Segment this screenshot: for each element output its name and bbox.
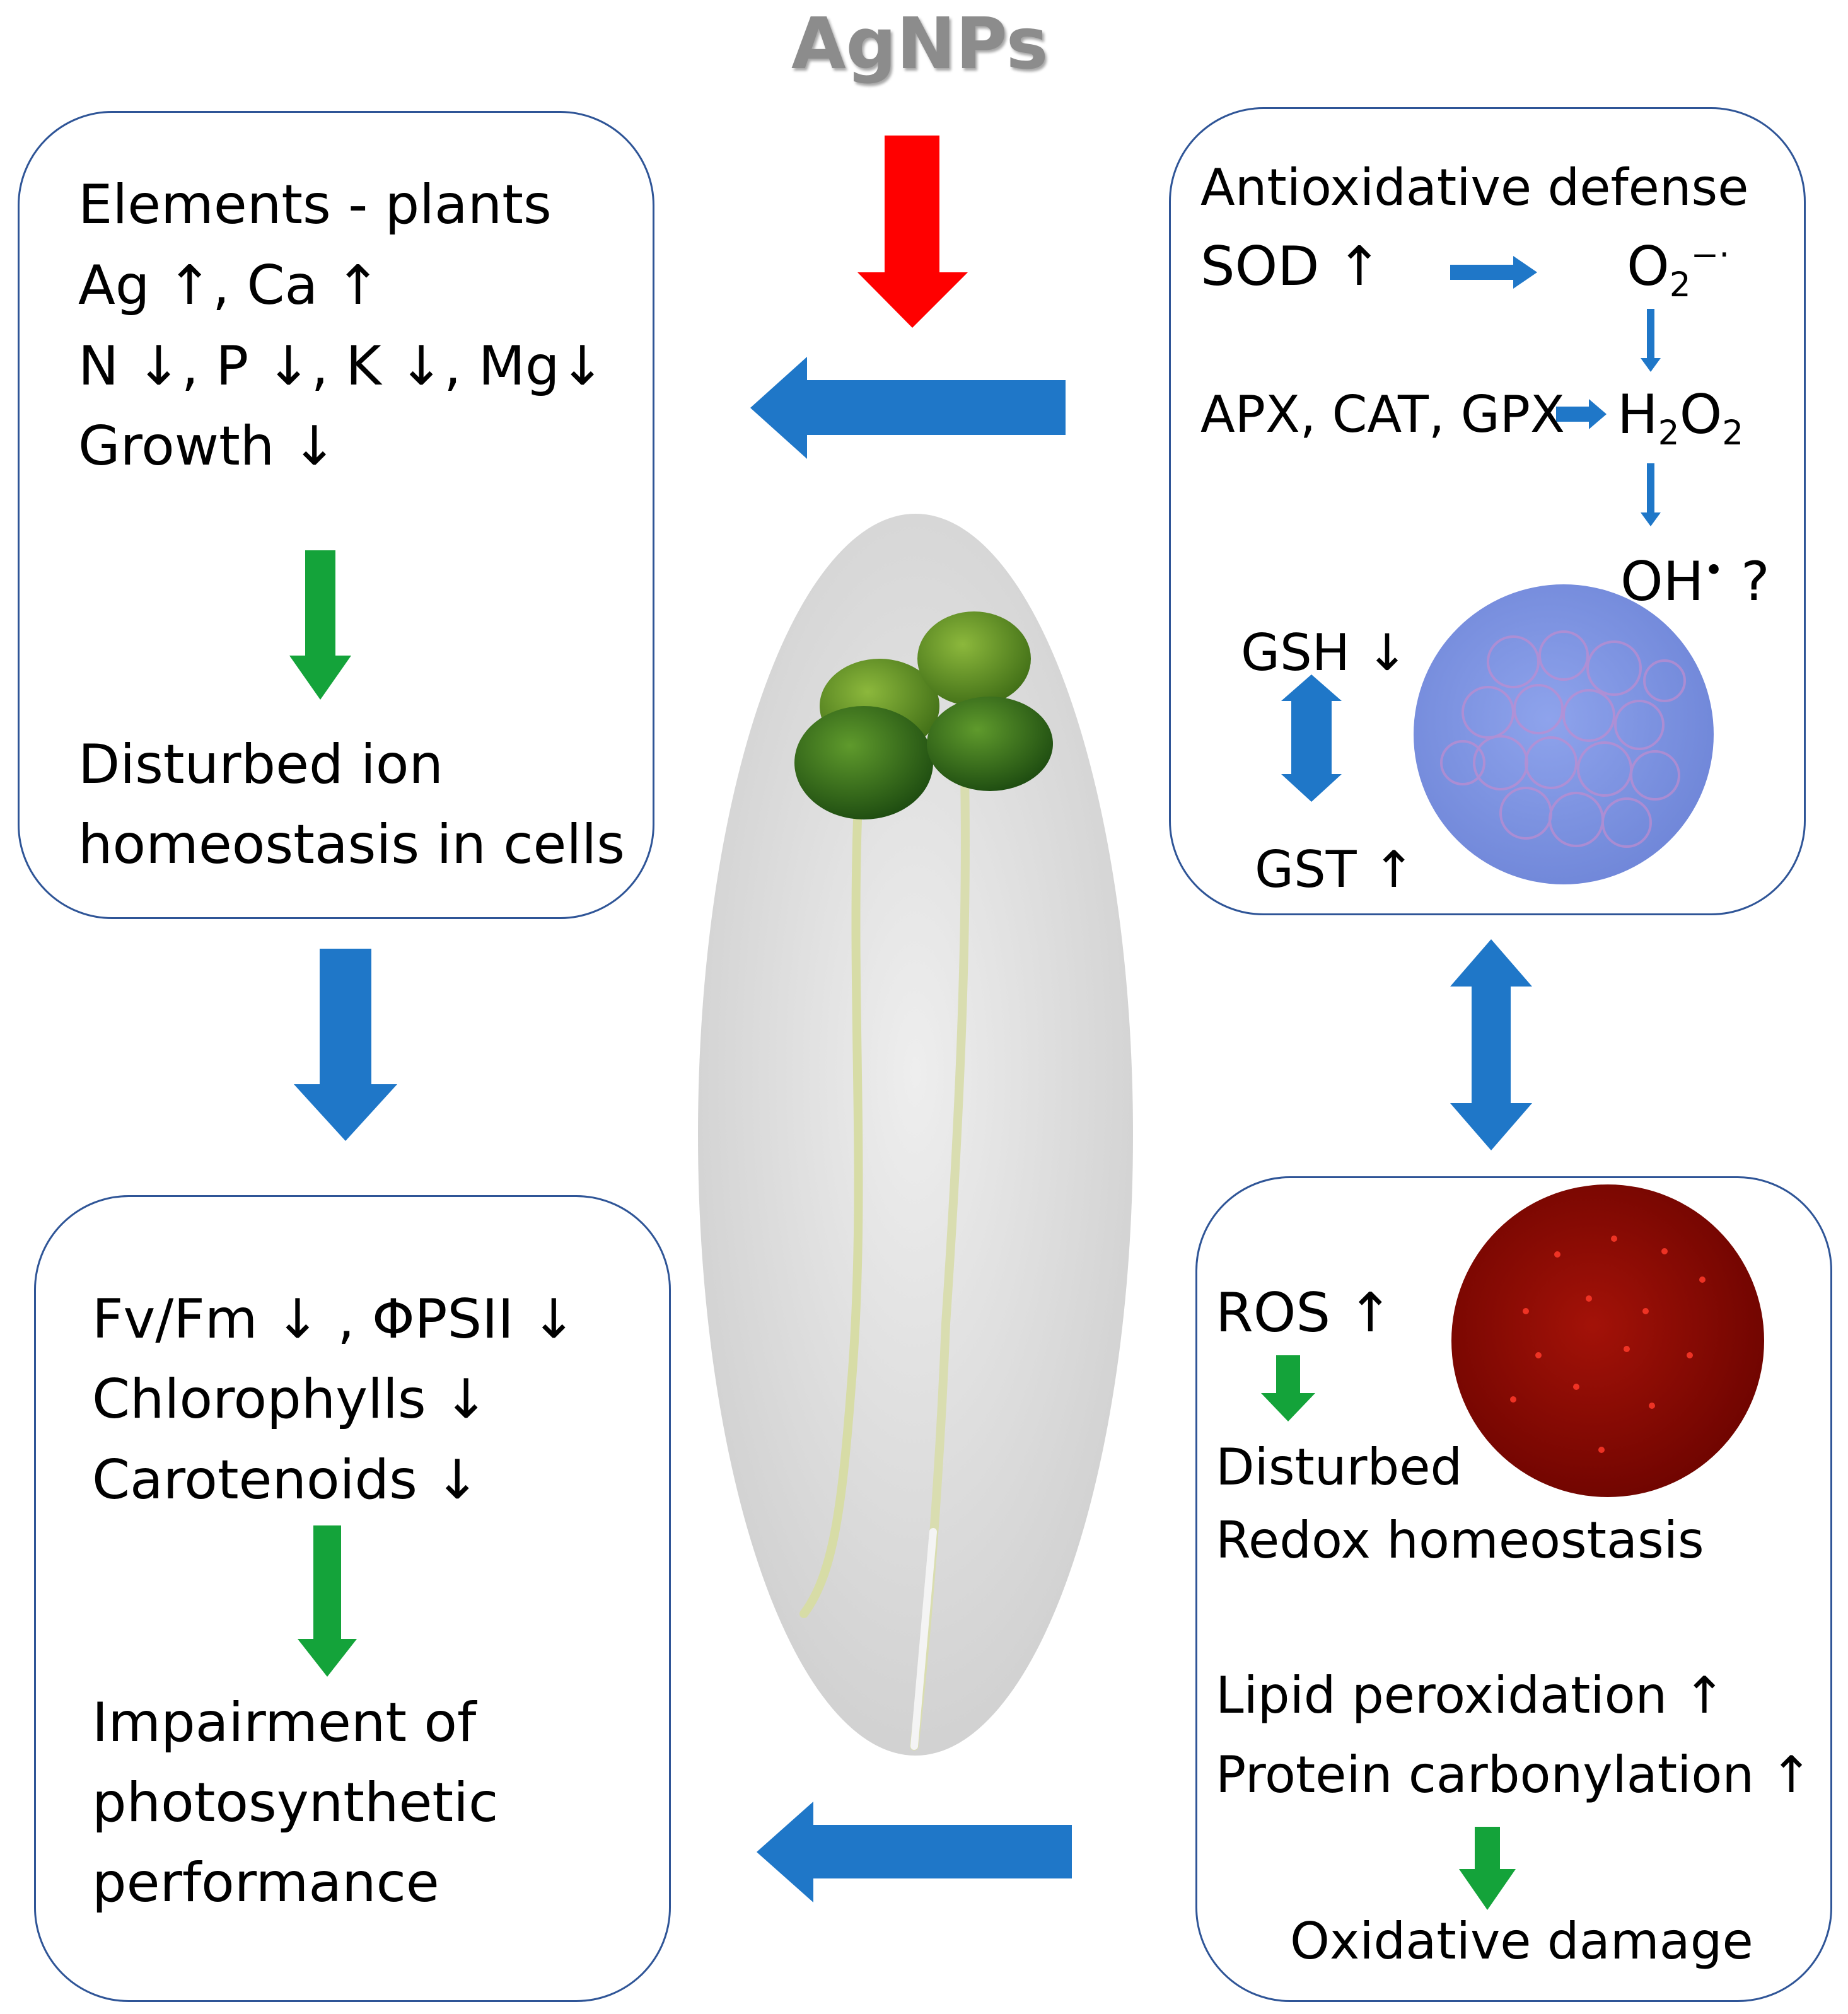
antioxidative-heading: Antioxidative defense [1200,158,1749,217]
ion-result-line-2: homeostasis in cells [78,813,625,876]
elements-line-3: Growth ↓ [78,415,337,478]
elements-line-1: Ag ↑, Ca ↑ [78,254,381,317]
arrow-double-right [1450,939,1532,1150]
redox-result-line-1: Disturbed [1216,1438,1463,1496]
photo-line-2: Chlorophylls ↓ [92,1368,489,1431]
agnps-arrow [857,136,968,328]
hydrogen-peroxide-label: H2O2 [1617,383,1744,453]
hydroxyl-radical-label: OH• ? [1620,550,1770,613]
oxidative-damage-label: Oxidative damage [1290,1912,1753,1971]
arrow-down-left [294,949,397,1141]
photo-result-line-1: Impairment of [92,1691,477,1754]
gst-label: GST ↑ [1255,840,1415,899]
superoxide-label: O2−· [1627,235,1730,305]
photo-result-line-3: performance [92,1851,439,1914]
photo-line-1: Fv/Fm ↓ , ΦPSII ↓ [92,1288,577,1351]
box-antioxidative-defense [1169,107,1806,915]
ros-label: ROS ↑ [1216,1282,1393,1345]
arrow-left-bottom [757,1802,1072,1902]
ion-result-line-1: Disturbed ion [78,733,443,796]
redox-result-line-2: Redox homeostasis [1216,1511,1704,1570]
arrow-left-top [750,357,1066,459]
peroxidase-enzymes-label: APX, CAT, GPX [1200,385,1565,444]
elements-heading: Elements - plants [78,173,552,236]
diagram-title: AgNPs [791,3,1049,85]
protein-carbonylation-label: Protein carbonylation ↑ [1216,1745,1813,1804]
box-ion-homeostasis [18,111,654,919]
photo-result-line-2: photosynthetic [92,1771,499,1834]
elements-line-2: N ↓, P ↓, K ↓, Mg↓ [78,335,605,398]
duckweed-photo [698,514,1133,1756]
lipid-peroxidation-label: Lipid peroxidation ↑ [1216,1666,1726,1725]
photo-line-3: Carotenoids ↓ [92,1449,480,1512]
sod-label: SOD ↑ [1200,235,1382,298]
gsh-label: GSH ↓ [1241,623,1409,682]
